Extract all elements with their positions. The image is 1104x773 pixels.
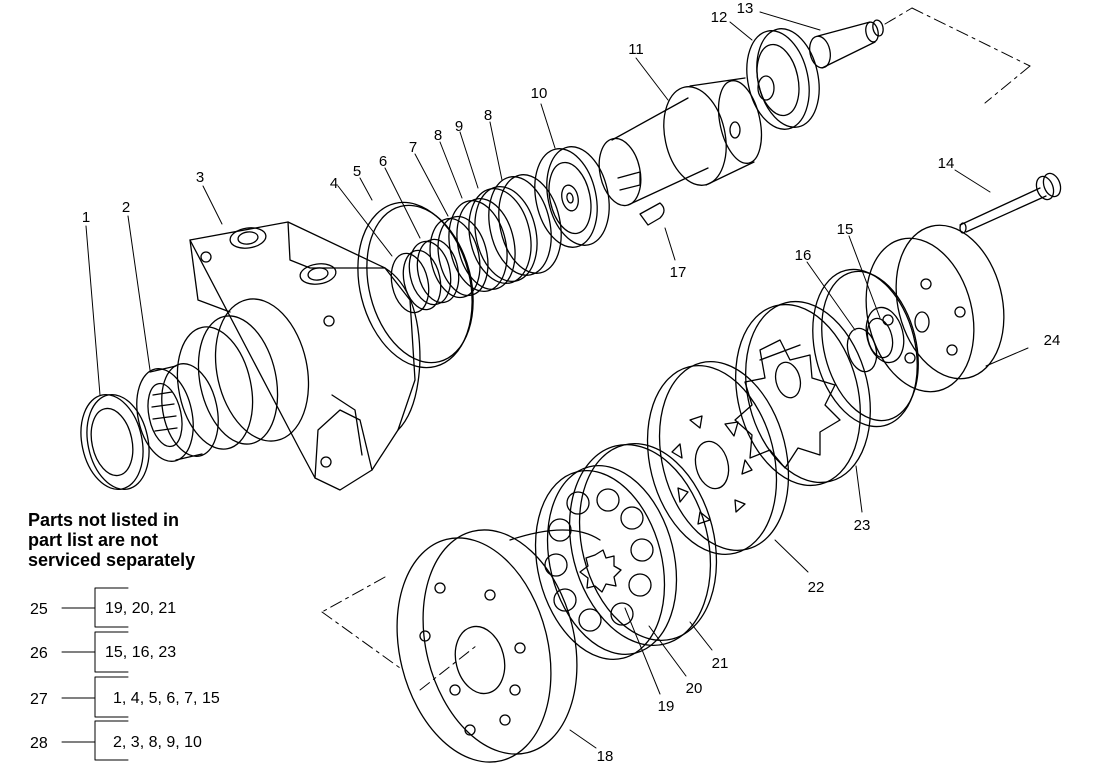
callout-24: 24 [1044, 332, 1061, 349]
part-11-shaft [598, 77, 763, 207]
callout-6: 6 [379, 153, 387, 170]
part-8-seal-second [488, 174, 562, 276]
callout-1: 1 [82, 209, 90, 226]
callout-20: 20 [686, 680, 703, 697]
callout-12: 12 [711, 9, 728, 26]
callout-2: 2 [122, 199, 130, 216]
part-18-end-plate [396, 529, 601, 763]
callout-15: 15 [837, 221, 854, 238]
part-7-seal [429, 215, 489, 299]
kit-26-number: 26 [30, 645, 48, 662]
callout-9: 9 [455, 118, 463, 135]
dashed-centerline-top [884, 7, 1031, 104]
part-24-end-cap [865, 224, 1005, 393]
service-note-line-2: part list are not [28, 530, 159, 550]
callout-4: 4 [330, 175, 338, 192]
callout-19: 19 [658, 698, 675, 715]
callout-21: 21 [712, 655, 729, 672]
callout-5: 5 [353, 163, 361, 180]
part-16-o-ring [812, 268, 919, 428]
kit-26-parts: 15, 16, 23 [105, 644, 176, 661]
part-12-bearing [746, 28, 820, 130]
callout-23: 23 [854, 517, 871, 534]
part-17-key [639, 202, 665, 226]
service-note-line-3: serviced separately [28, 550, 196, 570]
kit-table [61, 587, 129, 761]
part-4-seal [390, 249, 442, 314]
callout-3: 3 [196, 169, 204, 186]
callout-11: 11 [628, 41, 644, 58]
part-3-housing [176, 221, 421, 491]
part-10-thrust-bearing [534, 146, 610, 248]
callout-8-second: 8 [484, 107, 492, 124]
callout-labels: 1 2 3 4 5 6 7 8 9 8 10 11 12 13 14 15 16… [82, 0, 1061, 765]
kit-28-number: 28 [30, 735, 48, 752]
kit-25-parts: 19, 20, 21 [105, 600, 176, 617]
callout-22: 22 [808, 579, 825, 596]
part-19-20-gerotor [534, 465, 678, 660]
service-note-line-1: Parts not listed in [28, 510, 180, 530]
part-2-bearing [136, 363, 219, 462]
callout-8: 8 [434, 127, 442, 144]
kit-27-parts: 1, 4, 5, 6, 7, 15 [113, 690, 220, 707]
leader-lines [85, 11, 1029, 749]
part-13-drive [809, 19, 884, 69]
kit-27-number: 27 [30, 691, 48, 708]
part-22-valve-plate [646, 344, 801, 555]
dashed-centerline-bottom [321, 576, 477, 691]
part-23-plate [734, 300, 871, 487]
service-note: Parts not listed in part list are not se… [28, 510, 268, 570]
callout-16: 16 [795, 247, 812, 264]
part-1-seal [80, 393, 150, 491]
part-21-ring [568, 443, 718, 646]
callout-17: 17 [670, 264, 687, 281]
callout-10: 10 [531, 85, 548, 102]
part-14-bolt [959, 172, 1062, 234]
callout-14: 14 [938, 155, 955, 172]
part-15-seal [865, 306, 905, 364]
kit-25-number: 25 [30, 601, 48, 618]
kit-labels: 25 19, 20, 21 26 15, 16, 23 27 1, 4, 5, … [30, 600, 220, 752]
callout-7: 7 [409, 139, 417, 156]
callout-13: 13 [737, 0, 754, 17]
part-5-o-ring [357, 201, 474, 369]
kit-28-parts: 2, 3, 8, 9, 10 [113, 734, 202, 751]
callout-18: 18 [597, 748, 614, 765]
